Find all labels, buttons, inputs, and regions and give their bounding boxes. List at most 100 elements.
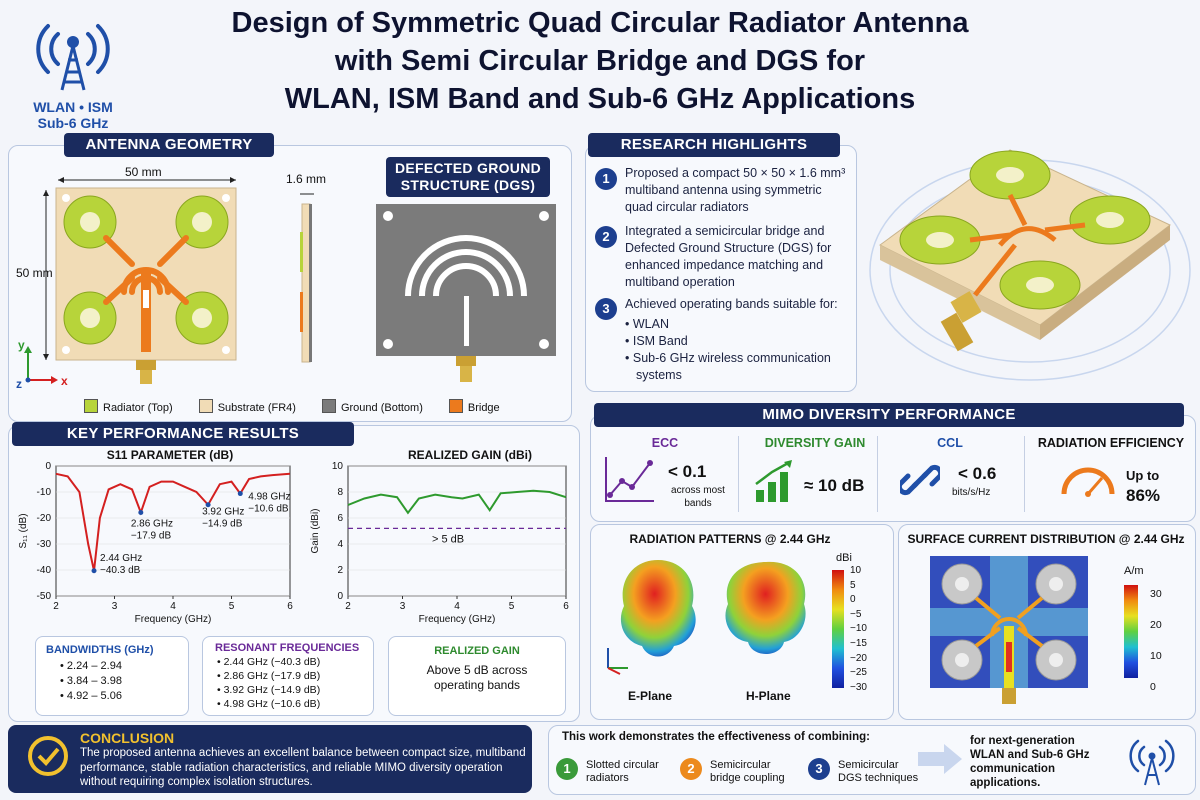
x-tick-label: 3 xyxy=(400,601,406,612)
annotation-label: 2.44 GHz xyxy=(100,553,142,564)
band-list: • WLAN • ISM Band • Sub-6 GHz wireless c… xyxy=(625,316,847,384)
x-axis-label: Frequency (GHz) xyxy=(135,614,212,625)
combining-outro: for next-generation WLAN and Sub-6 GHz c… xyxy=(970,735,1090,789)
annotation-label: 3.92 GHz xyxy=(202,507,244,518)
dgs-header-line1: DEFECTED GROUND xyxy=(394,160,542,176)
eff-value-line2: 86% xyxy=(1126,486,1161,505)
arrow-right-icon xyxy=(918,744,962,774)
dgs-header: DEFECTED GROUND STRUCTURE (DGS) xyxy=(386,157,550,197)
scale-tick: −15 xyxy=(850,637,867,649)
gauge-icon xyxy=(1061,467,1115,497)
band-item: • ISM Band xyxy=(625,334,688,348)
highlight-3: Achieved operating bands suitable for: xyxy=(625,297,838,311)
y-tick-label: -10 xyxy=(37,487,52,498)
mimo-divider xyxy=(877,436,878,512)
eff-title: RADIATION EFFICIENCY xyxy=(1037,436,1185,450)
band-item: • Sub-6 GHz wireless communication syste… xyxy=(625,351,831,382)
surface-colorbar xyxy=(1124,585,1138,678)
combining-num-3: 3 xyxy=(808,758,830,780)
thickness-label: 1.6 mm xyxy=(286,172,327,186)
x-tick-label: 2 xyxy=(53,601,59,612)
legend-radiator-label: Radiator (Top) xyxy=(103,402,173,414)
scale-tick: 30 xyxy=(1150,588,1162,600)
surface-current-map xyxy=(930,556,1088,704)
resonant-item: • 2.86 GHz (−17.9 dB) xyxy=(217,670,321,682)
x-tick-label: 5 xyxy=(229,601,235,612)
bandwidths-list: • 2.24 – 2.94 • 3.84 – 3.98 • 4.92 – 5.0… xyxy=(60,659,188,704)
y-axis-label: Gain (dBi) xyxy=(310,508,321,553)
annotation-label: −40.3 dB xyxy=(100,565,141,576)
combining-panel xyxy=(548,725,1196,795)
bandwidths-title: BANDWIDTHS (GHz) xyxy=(46,644,154,656)
scale-tick: 10 xyxy=(850,565,862,576)
antenna-tower-icon xyxy=(36,24,110,91)
legend-radiator: Radiator (Top) xyxy=(84,399,173,414)
surface-scale-ticks: 30 20 10 0 xyxy=(1150,579,1162,703)
antenna-side-view xyxy=(292,192,322,382)
scale-tick: 20 xyxy=(1150,619,1162,631)
highlight-2: Integrated a semicircular bridge and Def… xyxy=(625,224,832,289)
scale-tick: 0 xyxy=(1150,681,1156,693)
band-item: • WLAN xyxy=(625,317,669,331)
bandwidth-item: • 4.92 – 5.06 xyxy=(60,690,122,702)
scale-tick: 0 xyxy=(850,594,856,606)
y-tick-label: -40 xyxy=(37,565,52,576)
combining-item-3: Semicircular DGS techniques xyxy=(838,759,919,784)
legend-bridge: Bridge xyxy=(448,399,500,414)
antenna-tower-icon xyxy=(1129,739,1175,786)
plot-frame xyxy=(347,465,567,597)
radiation-title: RADIATION PATTERNS @ 2.44 GHz xyxy=(629,532,831,546)
ecc-value: < 0.1 xyxy=(668,462,707,481)
dgs-header-line2: STRUCTURE (DGS) xyxy=(400,177,536,193)
resonance-point xyxy=(237,491,243,497)
page-title: Design of Symmetric Quad Circular Radiat… xyxy=(150,4,1050,118)
diversity-gain-bar-icon xyxy=(755,460,792,502)
highlight-num-1: 1 xyxy=(595,168,617,190)
legend-substrate-label: Substrate (FR4) xyxy=(217,402,296,414)
e-plane-pattern xyxy=(620,560,696,657)
logo-line1: WLAN • ISM xyxy=(33,99,113,115)
highlights-header: RESEARCH HIGHLIGHTS xyxy=(588,133,840,157)
results-header: KEY PERFORMANCE RESULTS xyxy=(12,422,354,446)
title-line1: Design of Symmetric Quad Circular Radiat… xyxy=(231,7,969,39)
pattern-axis-triad xyxy=(607,648,628,675)
conclusion-title: CONCLUSION xyxy=(80,730,175,746)
x-tick-label: 2 xyxy=(345,601,351,612)
combining-num-2: 2 xyxy=(680,758,702,780)
x-tick-label: 6 xyxy=(287,601,293,612)
legend-bridge-label: Bridge xyxy=(467,402,500,414)
resonant-box: RESONANT FREQUENCIES • 2.44 GHz (−40.3 d… xyxy=(202,636,374,716)
conclusion-box xyxy=(8,725,532,793)
s11-title: S11 PARAMETER (dB) xyxy=(106,448,234,462)
legend-substrate: Substrate (FR4) xyxy=(198,399,296,414)
mimo-divider xyxy=(1024,436,1025,512)
e-plane-label: E-Plane xyxy=(628,689,673,703)
resonant-item: • 2.44 GHz (−40.3 dB) xyxy=(217,656,321,668)
annotation-label: −10.6 dB xyxy=(248,504,289,515)
realized-gain-title: REALIZED GAIN xyxy=(434,645,520,657)
axis-triad xyxy=(14,340,74,390)
scale-tick: 5 xyxy=(850,579,856,591)
series-line xyxy=(55,472,291,571)
scale-tick: 10 xyxy=(1150,650,1162,662)
bandwidth-item: • 3.84 – 3.98 xyxy=(60,675,122,687)
width-label: 50 mm xyxy=(125,165,162,179)
x-tick-label: 4 xyxy=(170,601,176,612)
resonant-list: • 2.44 GHz (−40.3 dB) • 2.86 GHz (−17.9 … xyxy=(217,655,373,711)
realized-gain-box: REALIZED GAIN Above 5 dB across operatin… xyxy=(388,636,566,716)
highlight-num-3: 3 xyxy=(595,298,617,320)
resonance-point xyxy=(91,568,97,574)
series-line xyxy=(347,489,567,515)
antenna-3d-render xyxy=(860,130,1195,390)
eff-value-line1: Up to xyxy=(1126,468,1160,483)
y-tick-label: 6 xyxy=(337,513,343,524)
annotation-label: −14.9 dB xyxy=(202,519,243,530)
surface-title: SURFACE CURRENT DISTRIBUTION @ 2.44 GHz xyxy=(907,532,1185,546)
x-tick-label: 4 xyxy=(454,601,460,612)
legend-ground-label: Ground (Bottom) xyxy=(340,402,423,414)
y-axis-label: S₁₁ (dB) xyxy=(18,513,29,548)
axis-y-label: y xyxy=(18,338,25,352)
geometry-legend: Radiator (Top) Substrate (FR4) Ground (B… xyxy=(84,399,544,414)
scale-tick: −20 xyxy=(850,652,867,664)
combining-item-2: Semicircular bridge coupling xyxy=(710,759,785,784)
